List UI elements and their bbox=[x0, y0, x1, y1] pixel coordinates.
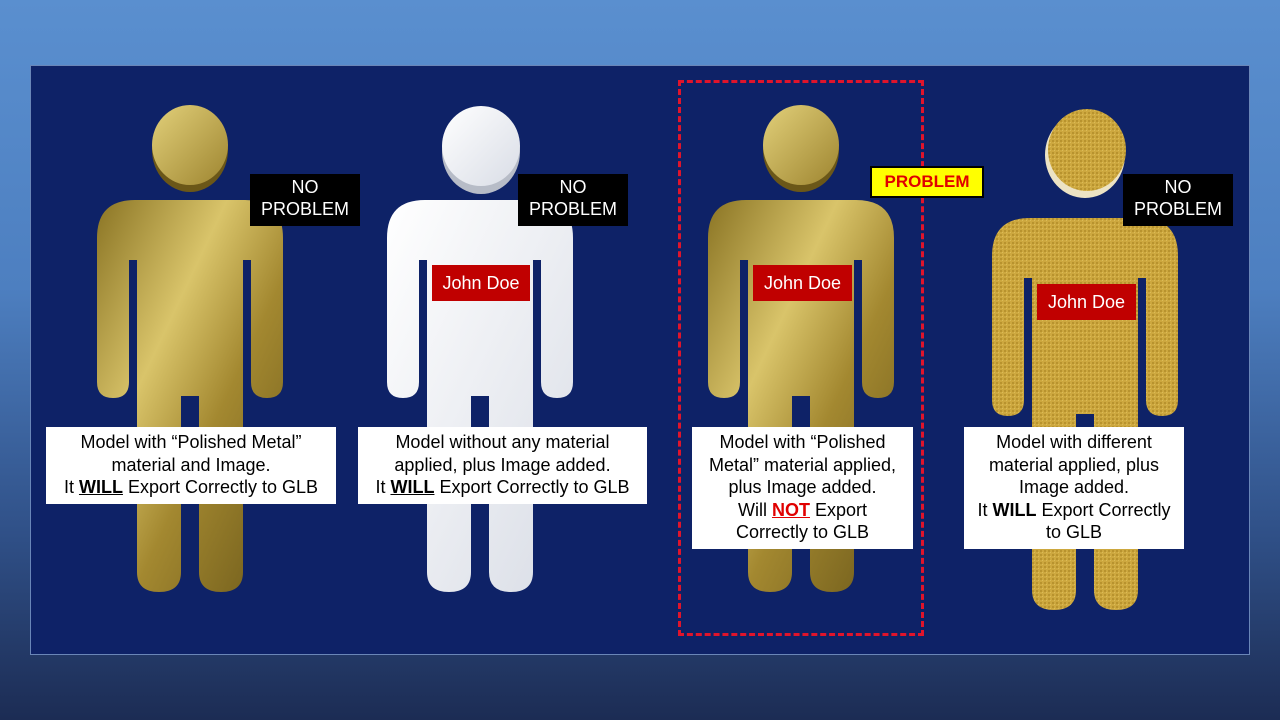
figure-3-polished-metal-with-image bbox=[708, 105, 894, 592]
caption-3: Model with “Polished Metal” material app… bbox=[692, 427, 913, 549]
figure-4-different-material bbox=[992, 109, 1178, 610]
problem-highlight-box bbox=[678, 80, 924, 636]
figure-1-polished-metal bbox=[97, 105, 283, 592]
figure-2-no-material bbox=[387, 106, 573, 592]
caption-4: Model with different material applied, p… bbox=[964, 427, 1184, 549]
name-label-4: John Doe bbox=[1037, 284, 1136, 320]
caption-1: Model with “Polished Metal” material and… bbox=[46, 427, 336, 504]
problem-tag: PROBLEM bbox=[870, 166, 984, 198]
name-label-3: John Doe bbox=[753, 265, 852, 301]
name-label-2: John Doe bbox=[432, 265, 530, 301]
caption-2: Model without any material applied, plus… bbox=[358, 427, 647, 504]
